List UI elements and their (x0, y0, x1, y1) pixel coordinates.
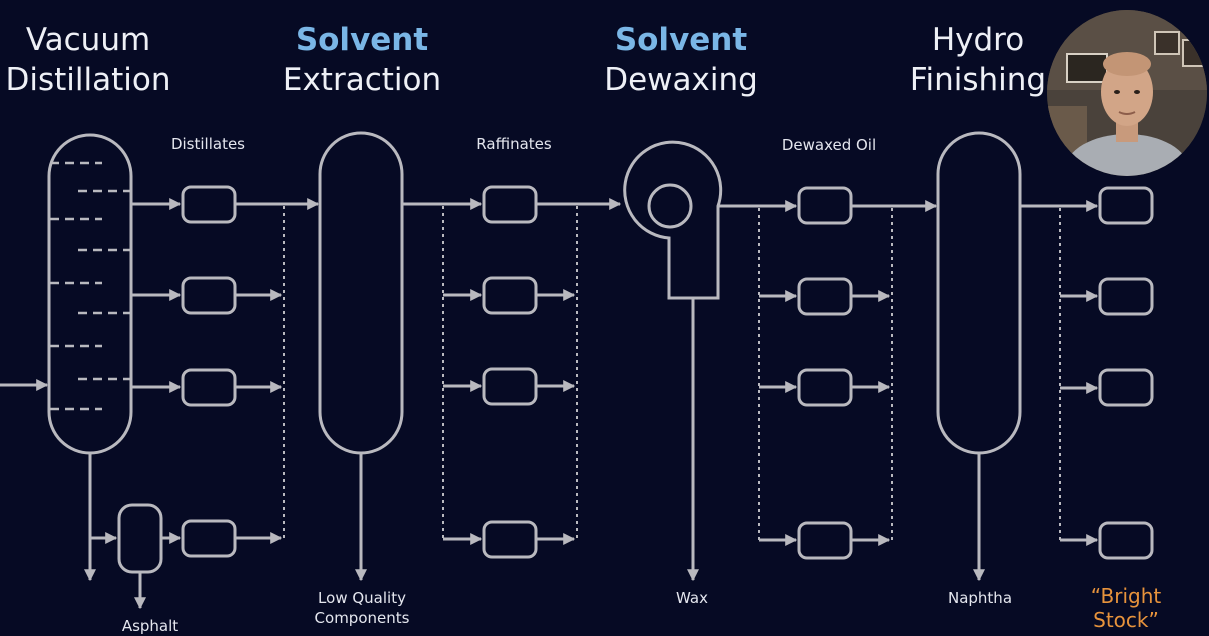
label-line: Stock” (1093, 608, 1159, 632)
stage-title-accent: Solvent (295, 22, 429, 58)
label-raffinates: Raffinates (476, 135, 552, 153)
bright-stock-tank (1098, 521, 1154, 560)
label-naphtha: Naphtha (947, 589, 1013, 607)
stage-title-solvent-extraction: Solvent Extraction (266, 20, 458, 100)
vacuum-column (47, 133, 133, 455)
stage-title-hydro-finishing: Hydro Finishing (903, 20, 1053, 100)
dewaxing-filter (623, 140, 723, 300)
column-trays (50, 161, 130, 411)
label-dewaxed-oil: Dewaxed Oil (781, 136, 877, 154)
deasphalting-vessel (117, 503, 163, 574)
distillate-tank (181, 276, 237, 315)
stage-title-line-1: Hydro (931, 22, 1025, 58)
base-oil-tank (1098, 186, 1154, 225)
extraction-column (318, 131, 404, 455)
label-asphalt: Asphalt (121, 617, 179, 635)
dewaxing-filter-drum (647, 183, 693, 229)
stage-title-line-2: Distillation (5, 62, 171, 98)
raffinate-tank (482, 367, 538, 406)
distillate-tank (181, 185, 237, 224)
base-oil-tank (1098, 368, 1154, 407)
dewaxed-oil-tank (797, 368, 853, 407)
label-low-quality-components: Low Quality Components (300, 588, 424, 628)
stage-title-line-2: Dewaxing (604, 62, 758, 98)
stage-title-line-2: Extraction (282, 62, 442, 98)
stage-title-vacuum-distillation: Vacuum Distillation (0, 20, 176, 100)
stage-title-accent: Solvent (614, 22, 748, 58)
label-bright-stock: “Bright Stock” (1076, 584, 1176, 632)
hydrofinishing-reactor (936, 131, 1022, 455)
distillate-tank (181, 368, 237, 407)
deasphalted-oil-tank (181, 519, 237, 558)
label-line: Components (314, 609, 410, 627)
raffinate-tank (482, 185, 538, 224)
stage-title-line-2: Finishing (909, 62, 1047, 98)
raffinate-tank (482, 276, 538, 315)
stage-title-solvent-dewaxing: Solvent Dewaxing (590, 20, 772, 100)
presenter-portrait (1047, 10, 1207, 176)
dewaxed-oil-tank (797, 521, 853, 560)
dewaxed-oil-tank (797, 186, 853, 225)
label-line: Low Quality (318, 589, 406, 607)
label-line: “Bright (1090, 584, 1162, 608)
stage-title-line-1: Vacuum (25, 22, 151, 58)
raffinate-tank (482, 520, 538, 559)
presenter-webcam-photo (1047, 10, 1207, 176)
base-oil-tank (1098, 277, 1154, 316)
label-distillates: Distillates (170, 135, 246, 153)
label-wax: Wax (676, 589, 708, 607)
dewaxed-oil-tank (797, 277, 853, 316)
